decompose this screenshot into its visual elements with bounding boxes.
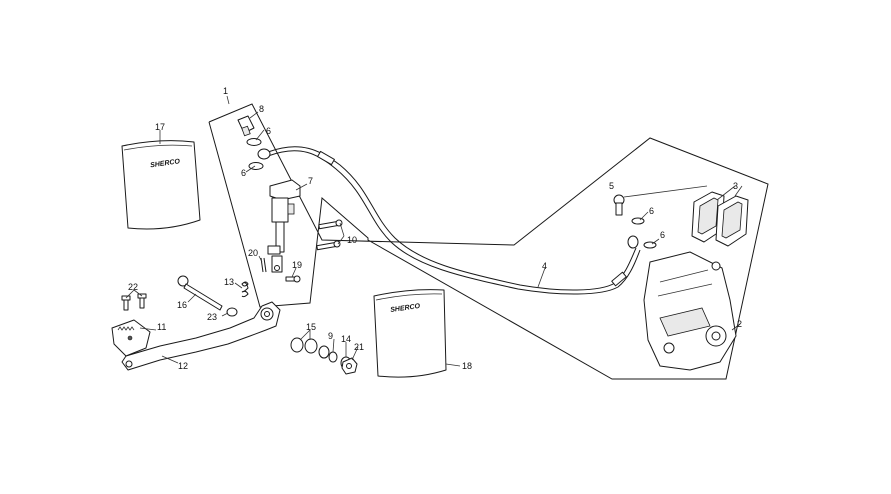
pedal-bushings-icon <box>290 337 330 359</box>
callout-17: 17 <box>155 122 165 132</box>
callout-7: 7 <box>308 176 313 186</box>
callout-5: 5 <box>609 181 614 191</box>
copper-washer-icon <box>246 138 262 146</box>
seal-icon <box>328 351 338 363</box>
brake-pedal-icon <box>121 301 281 371</box>
repair-pouch-icon: SHERCO <box>121 140 201 230</box>
callout-11: 11 <box>157 322 166 332</box>
callout-9: 9 <box>328 331 333 341</box>
hose-fitting-icon <box>611 271 627 287</box>
cotter-pin-icon <box>260 257 267 273</box>
pouch-brand-label: SHERCO <box>390 303 421 314</box>
pivot-bolt-icon <box>177 275 223 311</box>
brake-hose-icon <box>257 146 641 295</box>
callout-6-upper-right: 6 <box>649 206 654 216</box>
repair-pouch-icon: SHERCO <box>373 289 447 378</box>
master-cylinder-icon <box>267 179 301 273</box>
assembly-frame-outline <box>208 103 769 380</box>
brake-pads-icon <box>691 191 749 247</box>
callout-12: 12 <box>178 361 188 371</box>
banjo-fitting-icon <box>627 235 639 249</box>
callout-8: 8 <box>259 104 264 114</box>
pedal-tip-icon <box>111 319 151 357</box>
banjo-bolt-icon <box>237 115 255 137</box>
callout-22: 22 <box>128 282 138 292</box>
callout-6-lower-left: 6 <box>241 168 246 178</box>
callout-13: 13 <box>224 277 234 287</box>
banjo-fitting-icon <box>257 148 271 160</box>
caliper-bolt-icon <box>613 194 625 216</box>
callout-20: 20 <box>248 248 258 258</box>
hose-fitting-icon <box>317 150 335 166</box>
nut-icon <box>341 357 358 375</box>
callout-labels: 1 2 3 4 5 6 6 6 6 7 8 9 10 11 12 13 14 1… <box>128 86 742 371</box>
callout-19: 19 <box>292 260 302 270</box>
callout-21: 21 <box>354 342 364 352</box>
callout-leaders <box>125 95 743 367</box>
callout-16: 16 <box>177 300 187 310</box>
tip-bolts-icon <box>121 293 147 311</box>
clevis-pin-icon <box>285 275 301 283</box>
callout-4: 4 <box>542 261 547 271</box>
callout-1: 1 <box>223 86 228 96</box>
callout-6-upper-left: 6 <box>266 126 271 136</box>
callout-10: 10 <box>347 235 357 245</box>
washer-icon <box>226 307 238 317</box>
brake-caliper-icon <box>643 251 737 371</box>
callout-6-lower-right: 6 <box>660 230 665 240</box>
callout-2: 2 <box>737 319 742 329</box>
mounting-bolts-icon <box>316 219 343 251</box>
return-spring-icon <box>241 281 249 298</box>
pouch-brand-label: SHERCO <box>150 158 181 169</box>
callout-23: 23 <box>207 312 217 322</box>
callout-3: 3 <box>733 181 738 191</box>
washer-icon <box>631 217 645 225</box>
callout-15: 15 <box>306 322 316 332</box>
callout-14: 14 <box>341 334 351 344</box>
callout-18: 18 <box>462 361 472 371</box>
